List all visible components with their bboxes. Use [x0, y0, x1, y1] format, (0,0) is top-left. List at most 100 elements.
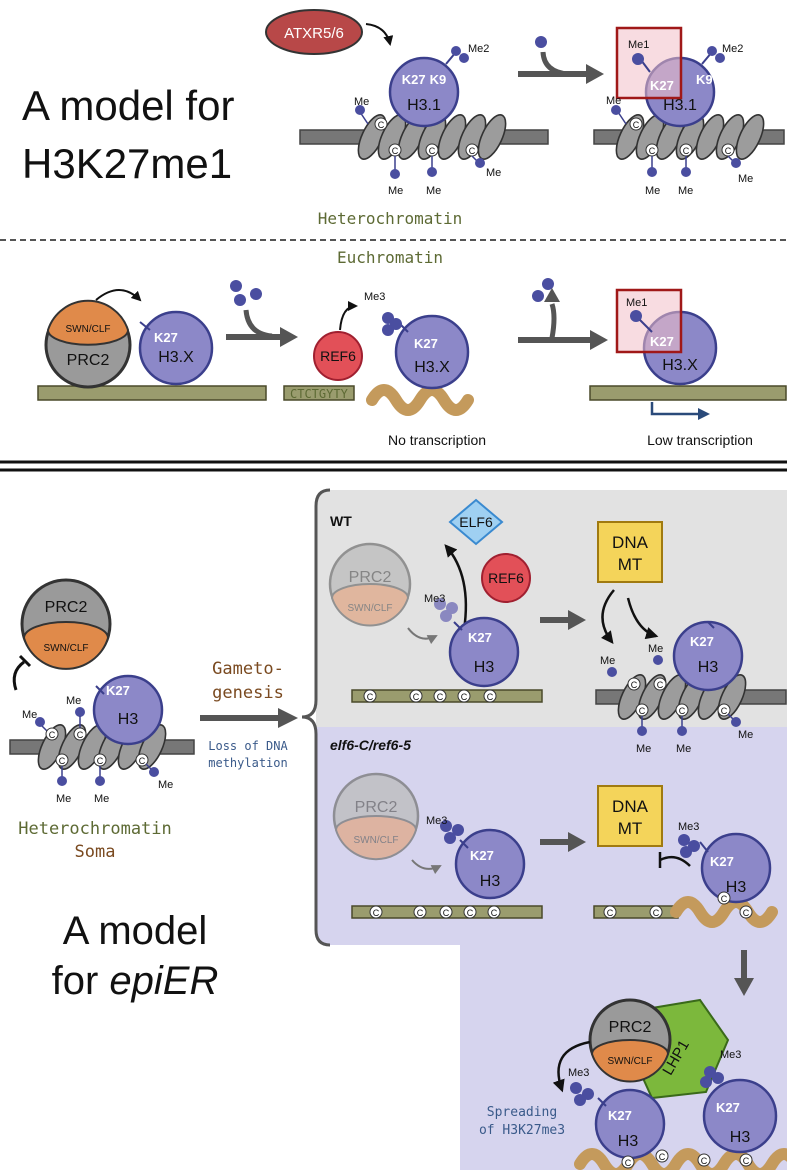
svg-text:K27: K27	[470, 848, 494, 863]
svg-text:C: C	[633, 120, 640, 130]
euchromatin-label: Euchromatin	[337, 248, 443, 267]
svg-text:Me3: Me3	[720, 1049, 741, 1061]
svg-text:C: C	[721, 706, 728, 716]
svg-text:K27: K27	[608, 1108, 632, 1123]
svg-text:K27: K27	[468, 630, 492, 645]
svg-text:C: C	[701, 1156, 708, 1166]
atxr-enzyme: ATXR5/6	[265, 9, 363, 55]
svg-text:C: C	[469, 146, 476, 156]
svg-text:C: C	[378, 120, 385, 130]
soma-nucleosome: K27 H3 Me Me C C C C C Me Me Me	[9, 674, 195, 805]
svg-text:C: C	[443, 908, 450, 918]
svg-text:K27: K27	[716, 1100, 740, 1115]
spreading-scene: LHP1 PRC2 SWN/CLF Me3 K27 H3 Me3 K27 H3 …	[552, 998, 787, 1170]
svg-text:MT: MT	[618, 555, 643, 574]
svg-text:Me: Me	[648, 643, 663, 655]
svg-text:C: C	[392, 146, 399, 156]
svg-text:CTCTGYTY: CTCTGYTY	[290, 387, 349, 401]
svg-text:SWN/CLF: SWN/CLF	[348, 603, 393, 614]
heterochromatin-label: Heterochromatin	[318, 209, 463, 228]
svg-text:DNA: DNA	[612, 533, 649, 552]
svg-text:Me: Me	[606, 95, 621, 107]
prc2-faded-wt: PRC2 SWN/CLF	[328, 542, 412, 627]
gametogenesis-line1: Gameto-	[212, 659, 284, 679]
svg-text:C: C	[139, 756, 146, 766]
svg-text:H3.X: H3.X	[662, 357, 698, 374]
mutant-nucleosome: C C Me3 K27 H3 C C	[593, 821, 778, 928]
svg-text:Me: Me	[676, 743, 691, 755]
svg-text:REF6: REF6	[320, 348, 356, 364]
svg-text:K27: K27	[650, 334, 674, 349]
epier-title-line2: for epiER	[52, 959, 219, 1003]
svg-text:C: C	[59, 756, 66, 766]
svg-text:Me: Me	[636, 743, 651, 755]
svg-text:H3: H3	[480, 873, 501, 890]
dnamt-wt: DNA MT	[597, 521, 663, 583]
svg-text:Me3: Me3	[426, 815, 447, 827]
svg-text:H3.X: H3.X	[158, 349, 194, 366]
prc2-faded-mutant: PRC2 SWN/CLF	[332, 772, 420, 861]
h3-mutant: C C C C C Me3 K27 H3	[351, 815, 543, 919]
top-title-line1: A model for	[22, 82, 234, 129]
svg-text:SWN/CLF: SWN/CLF	[66, 324, 111, 335]
wt-panel	[316, 490, 787, 727]
soma-heterochromatin-label: Heterochromatin	[18, 819, 172, 839]
svg-text:Me: Me	[56, 793, 71, 805]
svg-text:Me: Me	[158, 779, 173, 791]
svg-text:Me3: Me3	[568, 1067, 589, 1079]
low-transcription-label: Low transcription	[647, 432, 753, 448]
svg-text:K27: K27	[650, 78, 674, 93]
h3x-histone-mid-2: H3.X Me1 K27	[589, 288, 787, 420]
svg-text:Me: Me	[738, 729, 753, 741]
svg-text:Me1: Me1	[628, 39, 649, 51]
incoming-methyl	[535, 36, 547, 48]
top-nucleosome-right: H3.1 K9 Me2 Me1 K27 Me C C C C Me Me Me	[593, 26, 785, 197]
svg-text:K9: K9	[696, 72, 713, 87]
methyl-curve	[540, 51, 569, 77]
svg-text:Me: Me	[22, 709, 37, 721]
svg-text:C: C	[725, 146, 732, 156]
svg-text:Me: Me	[738, 173, 753, 185]
svg-text:K27: K27	[710, 854, 734, 869]
svg-text:C: C	[639, 706, 646, 716]
svg-text:Me3: Me3	[424, 593, 445, 605]
dnamt-mutant: DNA MT	[597, 785, 663, 847]
svg-text:PRC2: PRC2	[45, 599, 88, 616]
svg-text:H3: H3	[118, 711, 139, 728]
svg-text:C: C	[721, 894, 728, 904]
svg-text:H3: H3	[698, 659, 719, 676]
loss-methylation-line2: methylation	[208, 756, 287, 770]
svg-text:K27: K27	[414, 336, 438, 351]
loss-methylation-line1: Loss of DNA	[208, 739, 288, 753]
highlight-box-mid	[615, 288, 683, 354]
svg-text:K27: K27	[106, 683, 130, 698]
h31-label-left: H3.1	[407, 97, 441, 114]
svg-text:Me: Me	[388, 185, 403, 197]
svg-text:H3: H3	[726, 879, 747, 896]
svg-text:C: C	[97, 756, 104, 766]
top-title-line2: H3K27me1	[22, 140, 232, 187]
svg-text:SWN/CLF: SWN/CLF	[354, 835, 399, 846]
svg-text:C: C	[659, 1152, 666, 1162]
prc2-complex-mid: SWN/CLF PRC2	[44, 299, 132, 389]
bracket	[301, 488, 331, 947]
svg-text:C: C	[743, 1156, 750, 1166]
svg-text:Me3: Me3	[678, 821, 699, 833]
elf6-diamond: ELF6	[448, 498, 504, 546]
svg-text:DNA: DNA	[612, 797, 649, 816]
highlight-box-top	[615, 26, 683, 100]
svg-text:Me: Me	[678, 185, 693, 197]
soma-label: Soma	[75, 842, 116, 862]
svg-text:C: C	[487, 692, 494, 702]
svg-text:ELF6: ELF6	[459, 514, 493, 530]
svg-text:SWN/CLF: SWN/CLF	[608, 1056, 653, 1067]
svg-text:H3: H3	[618, 1133, 639, 1150]
svg-text:PRC2: PRC2	[67, 352, 110, 369]
svg-text:Me: Me	[486, 167, 501, 179]
svg-text:C: C	[653, 908, 660, 918]
svg-text:Me1: Me1	[626, 297, 647, 309]
svg-text:REF6: REF6	[488, 570, 524, 586]
dna-track-mid-1	[37, 385, 267, 401]
